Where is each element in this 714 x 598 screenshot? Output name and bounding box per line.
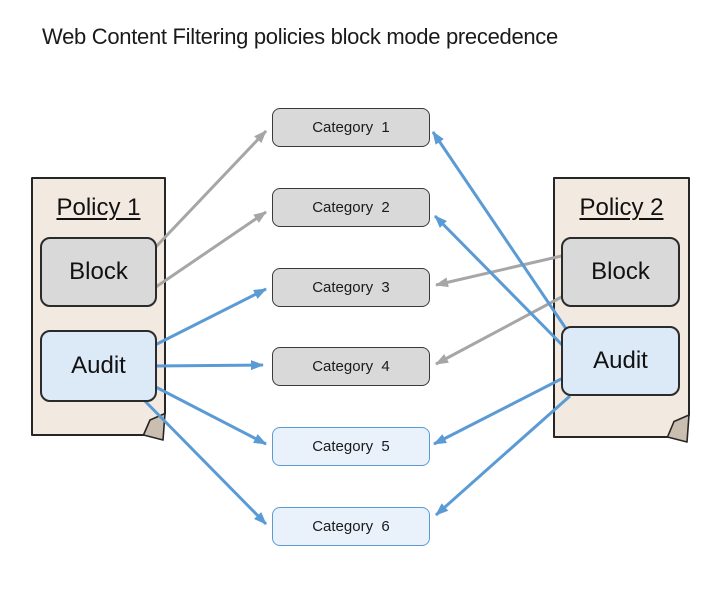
arrow-policy2-block-to-category-4 (435, 291, 570, 366)
category-5-label: Category 5 (312, 438, 390, 455)
category-3-label: Category 3 (312, 279, 390, 296)
policy1-fold-corner (142, 412, 166, 441)
policy2-block-label: Block (591, 258, 650, 285)
category-4-box: Category 4 (272, 347, 430, 386)
policy1-title: Policy 1 (56, 194, 141, 221)
category-6-box: Category 6 (272, 507, 430, 546)
policy1-audit-box: Audit (40, 330, 157, 402)
category-3-box: Category 3 (272, 268, 430, 307)
category-6-label: Category 6 (312, 518, 390, 535)
category-5-box: Category 5 (272, 427, 430, 466)
arrow-policy1-audit-to-category-5 (147, 381, 267, 446)
arrow-policy1-block-to-category-2 (146, 210, 267, 295)
arrow-policy1-audit-to-category-6 (137, 393, 268, 526)
arrow-policy1-audit-to-category-3 (150, 287, 267, 349)
arrow-policy2-block-to-category-3 (435, 252, 571, 288)
category-2-label: Category 2 (312, 199, 390, 216)
arrow-policy1-audit-to-category-4 (152, 360, 264, 371)
category-1-box: Category 1 (272, 108, 430, 147)
arrow-policy2-audit-to-category-5 (433, 374, 568, 446)
policy1-block-label: Block (69, 258, 128, 285)
policy2-fold-corner (666, 414, 690, 443)
arrow-policy2-audit-to-category-1 (431, 131, 577, 343)
category-4-label: Category 4 (312, 358, 390, 375)
category-2-box: Category 2 (272, 188, 430, 227)
policy2-block-box: Block (561, 237, 680, 307)
category-1-label: Category 1 (312, 119, 390, 136)
diagram-title: Web Content Filtering policies block mod… (42, 24, 558, 49)
policy1-block-box: Block (40, 237, 157, 307)
arrow-policy2-audit-to-category-6 (435, 394, 571, 517)
arrow-policy2-audit-to-category-2 (433, 214, 575, 358)
arrow-policy1-block-to-category-1 (149, 129, 268, 254)
policy2-audit-box: Audit (561, 326, 680, 396)
policy2-audit-label: Audit (593, 347, 648, 374)
policy1-audit-label: Audit (71, 352, 126, 379)
policy2-title: Policy 2 (579, 194, 664, 221)
